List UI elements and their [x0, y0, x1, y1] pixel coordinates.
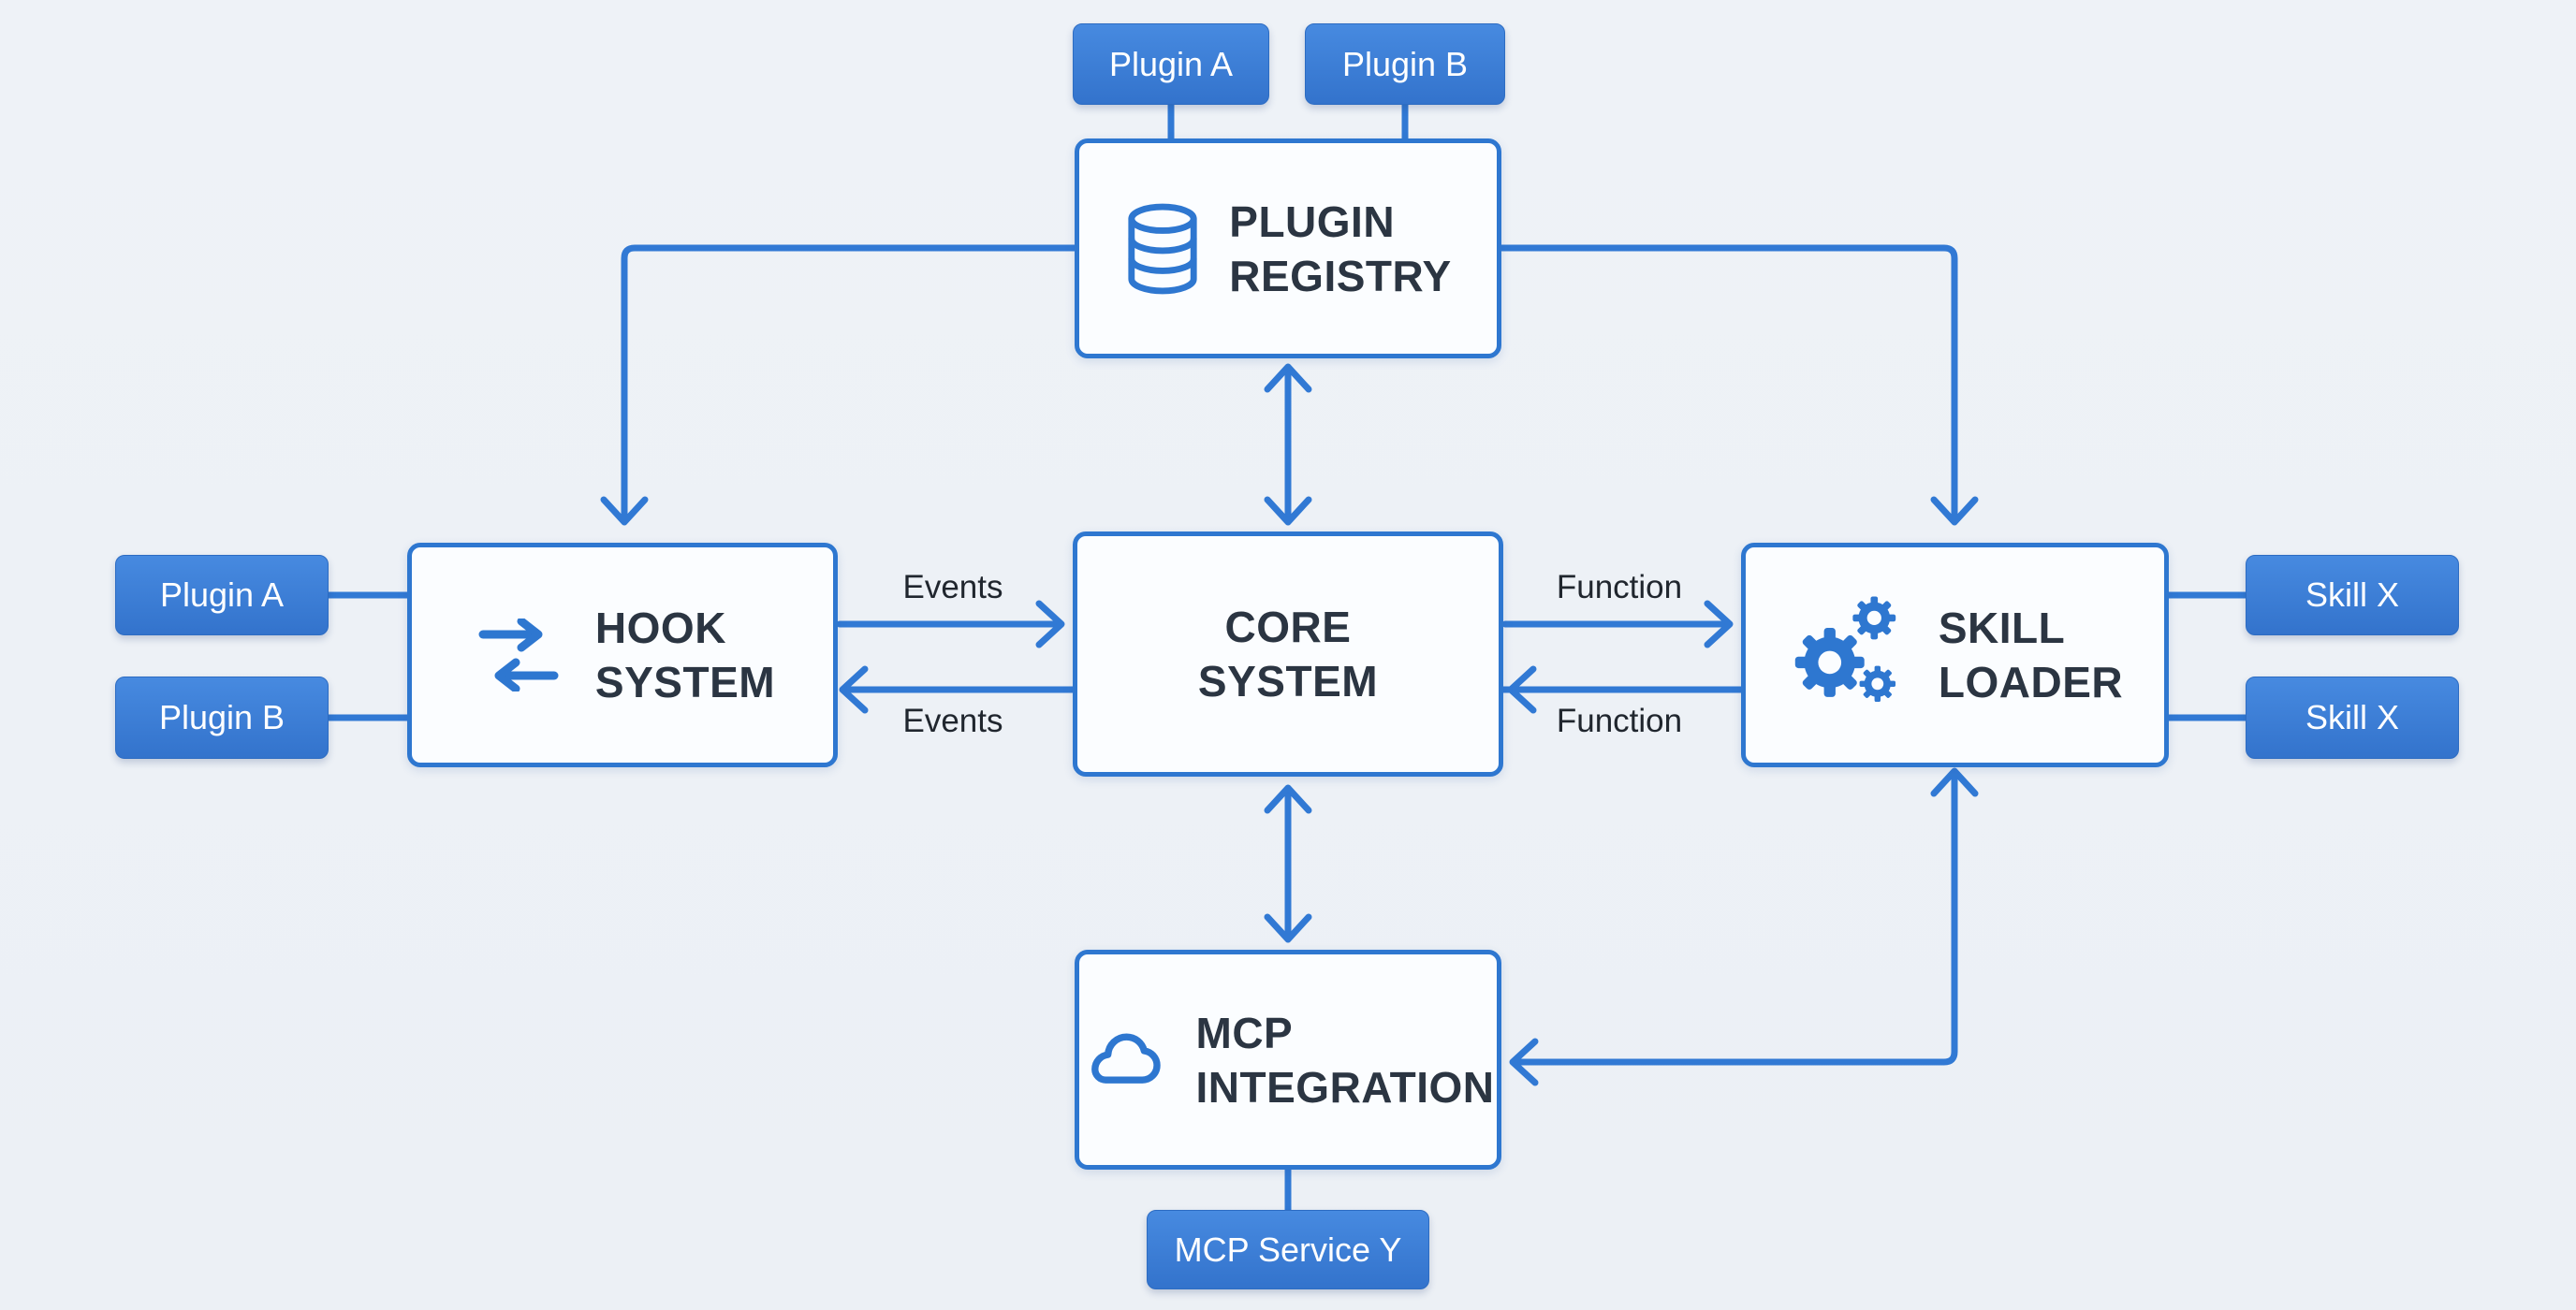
node-hook-system: HOOK SYSTEM	[407, 543, 838, 767]
arrowhead-down-skill-top	[1930, 496, 1979, 526]
tag-top-plugin-a: Plugin A	[1073, 23, 1269, 105]
node-core-system: CORE SYSTEM	[1073, 531, 1503, 777]
tag-skill-x-1: Skill X	[2246, 555, 2459, 635]
arrowhead-left-core-right	[1507, 665, 1537, 714]
arrowhead-down-mcp-top	[1264, 913, 1312, 943]
title-line: LOADER	[1938, 658, 2124, 706]
title-line: HOOK	[594, 604, 726, 652]
title-line: SYSTEM	[594, 658, 776, 706]
edge-registry-to-hook	[621, 244, 1080, 520]
tag-left-plugin-a: Plugin A	[115, 555, 329, 635]
arrowhead-right-core-left	[1035, 600, 1065, 648]
tag-label: Plugin A	[1108, 44, 1234, 83]
arrowhead-up-skill-bottom	[1930, 767, 1979, 797]
title-line: CORE	[1224, 603, 1352, 651]
title-line: REGISTRY	[1229, 251, 1452, 300]
tag-top-plugin-b: Plugin B	[1305, 23, 1505, 105]
node-skill-loader: SKILL LOADER	[1741, 543, 2169, 767]
node-mcp-integration: MCP INTEGRATION	[1075, 950, 1501, 1170]
arrowhead-left-mcp-right	[1509, 1038, 1539, 1086]
tag-label: Skill X	[2305, 575, 2400, 614]
arrowhead-left-hook-right	[839, 665, 869, 714]
tag-label: Plugin B	[158, 698, 285, 736]
node-plugin-registry: PLUGIN REGISTRY	[1075, 138, 1501, 358]
title-line: SYSTEM	[1197, 657, 1379, 706]
edge-label-function-bottom: Function	[1556, 703, 1683, 739]
tag-label: MCP Service Y	[1174, 1230, 1402, 1269]
tag-label: Skill X	[2305, 698, 2400, 736]
arrowhead-up-core-bottom	[1264, 784, 1312, 814]
tag-mcp-service-y: MCP Service Y	[1147, 1210, 1429, 1289]
tag-label: Plugin A	[159, 575, 285, 614]
hook-arrows-icon	[478, 619, 559, 691]
cloud-icon	[1090, 1032, 1161, 1084]
edge-registry-to-skill	[1496, 244, 1958, 520]
edge-label-events-bottom: Events	[902, 703, 1003, 739]
node-title-skill-loader: SKILL LOADER	[1939, 601, 2123, 709]
arrowhead-down-core-top	[1264, 496, 1312, 526]
database-icon	[1128, 203, 1197, 294]
arrowhead-right-skill-left	[1704, 600, 1734, 648]
title-line: MCP	[1195, 1008, 1294, 1057]
gears-icon	[1794, 596, 1896, 703]
title-line: INTEGRATION	[1195, 1062, 1495, 1112]
node-title-core-system: CORE SYSTEM	[1198, 600, 1378, 708]
title-line: SKILL	[1938, 604, 2066, 652]
edge-label-events-top: Events	[902, 569, 1003, 605]
tag-label: Plugin B	[1341, 44, 1469, 83]
node-title-hook-system: HOOK SYSTEM	[595, 601, 775, 709]
edge-label-function-top: Function	[1556, 569, 1683, 605]
arrowhead-down-hook-top	[600, 496, 649, 526]
tag-left-plugin-b: Plugin B	[115, 677, 329, 759]
tag-skill-x-2: Skill X	[2246, 677, 2459, 759]
node-title-mcp-integration: MCP INTEGRATION	[1196, 1006, 1495, 1114]
node-title-plugin-registry: PLUGIN REGISTRY	[1229, 195, 1451, 303]
arrowhead-up-registry-bottom	[1264, 363, 1312, 393]
edge-skill-mcp	[1515, 773, 1958, 1066]
title-line: PLUGIN	[1229, 196, 1396, 246]
